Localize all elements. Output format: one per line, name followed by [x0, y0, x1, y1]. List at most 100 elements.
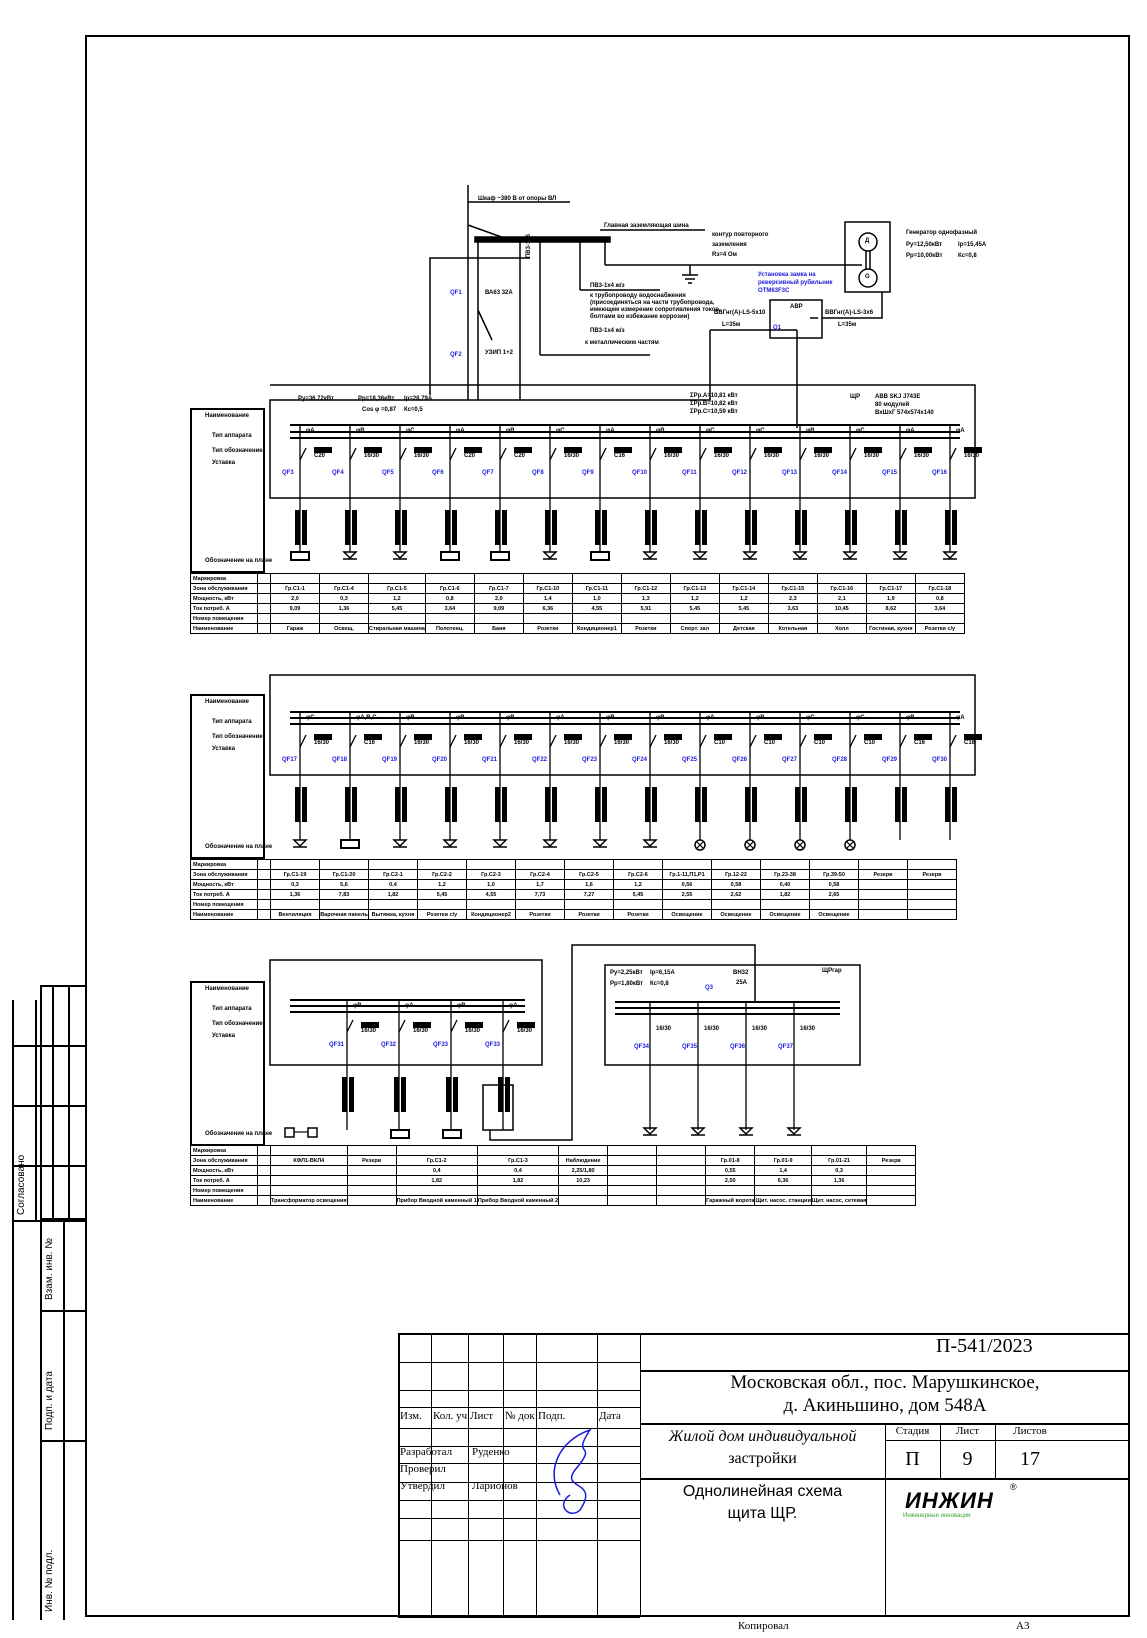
ats-box — [769, 299, 823, 339]
box-model-3: ВхШхГ 574х574х140 — [875, 410, 934, 416]
breaker-phase: φA,B,C — [356, 715, 377, 721]
load-box-icon — [440, 551, 460, 561]
cable-label-mark — [902, 510, 907, 545]
breaker-icon — [299, 734, 307, 748]
socket-icon — [742, 551, 758, 560]
spacer-cell — [257, 613, 271, 624]
spacer-cell — [257, 1165, 271, 1176]
table-cell — [810, 1185, 868, 1196]
breaker-rating-mark — [914, 447, 932, 453]
qf1-rating: ВА63 32А — [485, 290, 513, 296]
table-cell — [368, 613, 426, 624]
breaker-phase: φA — [956, 428, 965, 434]
table-cell — [319, 613, 369, 624]
role-label: Разработал — [400, 1446, 453, 1458]
breaker-rating: 16/30 — [664, 740, 680, 746]
breaker-id: QF10 — [632, 470, 648, 476]
breaker-id: QF7 — [482, 470, 494, 476]
sub-label: ЩРгар — [822, 968, 842, 974]
table-cell: Розетки — [613, 909, 663, 920]
spacer-cell — [257, 1195, 271, 1206]
cable-label-mark — [945, 787, 950, 822]
revision-column-header: Изм. — [400, 1410, 422, 1422]
breaker-icon — [450, 1019, 458, 1033]
cable-label-mark — [394, 1077, 399, 1112]
phase-a: ΣРр.А=10,81 кВт — [690, 393, 738, 399]
row-label: Зона обслуживания — [190, 583, 258, 594]
cable-label-mark — [752, 510, 757, 545]
breaker-rating-mark — [414, 447, 432, 453]
breaker-rating: C10 — [814, 740, 826, 746]
table-row: Маркировка — [190, 859, 957, 870]
table-cell — [270, 1165, 348, 1176]
breaker-rating: C16 — [364, 740, 376, 746]
table-cell — [656, 1145, 707, 1156]
table-cell: 7,27 — [564, 889, 614, 900]
table-cell: Гр.С1-3 — [476, 1155, 560, 1166]
table-cell: 1,2 — [669, 593, 720, 604]
table-cell: 1,2 — [417, 879, 467, 890]
table-cell — [816, 613, 867, 624]
breaker-id: QF13 — [782, 470, 798, 476]
load-box-icon — [590, 551, 610, 561]
table-cell — [270, 1185, 348, 1196]
table-cell — [558, 1145, 609, 1156]
breaker-id: QF35 — [682, 1044, 698, 1050]
breaker-phase: φB — [356, 428, 365, 434]
table-cell — [466, 899, 516, 910]
table-cell — [368, 859, 418, 870]
breaker-rating-mark — [361, 1022, 379, 1028]
table-cell: 0,4 — [476, 1165, 560, 1176]
generator-title: Генератор однофазный — [906, 230, 978, 236]
breaker-icon — [749, 447, 757, 461]
phase-c: ΣРр.С=10,59 кВт — [690, 409, 738, 415]
breaker-id: QF8 — [532, 470, 544, 476]
table-cell — [613, 899, 663, 910]
lamp-icon — [794, 839, 806, 851]
sub-qs: Q3 — [705, 985, 714, 991]
table-cell: Резерв — [866, 1155, 917, 1166]
cable-label-mark — [845, 510, 850, 545]
table-cell — [476, 1145, 560, 1156]
breaker-rating: 16/30 — [564, 453, 580, 459]
table-cell — [571, 573, 622, 584]
row-label: Наименование — [205, 699, 250, 705]
breaker-icon — [499, 447, 507, 461]
spacer-cell — [257, 869, 271, 880]
row-label: Наименование — [205, 986, 250, 992]
table-cell: Котельная — [767, 623, 818, 634]
cable-label-mark — [752, 787, 757, 822]
table-cell: Спорт. зал — [669, 623, 720, 634]
breaker-rating: C16 — [914, 740, 926, 746]
grid-line — [398, 1446, 640, 1447]
breaker-id: QF37 — [778, 1044, 794, 1050]
table-cell: Розетки с/у — [914, 623, 965, 634]
gen-p2: Рр=10,00кВт — [906, 253, 943, 259]
role-label: Утвердил — [400, 1480, 445, 1492]
table-cell: 0,3 — [319, 593, 369, 604]
socket-icon — [442, 839, 458, 848]
cable-label-mark — [552, 510, 557, 545]
cable-label-mark — [895, 510, 900, 545]
table-cell: Освещение — [711, 909, 761, 920]
spacer-cell — [257, 859, 271, 870]
breaker-phase: φC — [406, 428, 415, 434]
table-cell — [907, 909, 957, 920]
socket-icon — [892, 551, 908, 560]
table-cell: 1,36 — [319, 603, 369, 614]
breaker-rating-mark — [364, 447, 382, 453]
table-cell: Гр.С2-2 — [417, 869, 467, 880]
table-cell: Гр.С1-12 — [620, 583, 671, 594]
row-label: Тип обозначение — [212, 734, 263, 740]
table-row: Маркировка — [190, 573, 965, 584]
row-label: Номер помещения — [190, 1185, 258, 1196]
table-cell — [522, 573, 573, 584]
socket-icon — [642, 1127, 658, 1136]
sheet-value: 9 — [962, 1448, 973, 1470]
sub-switch-rating: 25А — [736, 980, 748, 986]
socket-icon — [690, 1127, 706, 1136]
cable-label-mark — [498, 1077, 503, 1112]
